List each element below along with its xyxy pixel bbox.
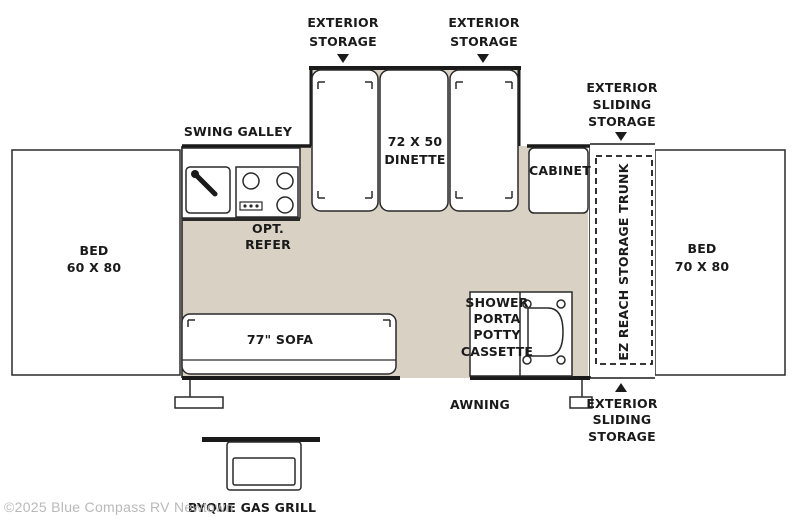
right-bed	[654, 149, 786, 376]
label-porta: PORTA	[473, 311, 520, 326]
storage-trunk	[590, 146, 655, 376]
shower-enclosure	[469, 291, 573, 377]
label-opt-refer-line2: REFER	[245, 237, 291, 252]
arrow-storage-2	[477, 54, 489, 63]
arrow-sliding-top	[615, 132, 627, 141]
label-exterior-sliding-top-line1: EXTERIOR	[586, 80, 658, 95]
label-exterior-storage-2-line2: STORAGE	[450, 34, 518, 49]
label-opt-refer-line1: OPT.	[252, 221, 284, 236]
label-exterior-sliding-top-line2: SLIDING	[593, 97, 652, 112]
label-potty: POTTY	[473, 327, 521, 342]
entry-steps	[174, 380, 593, 409]
label-exterior-storage-1-line2: STORAGE	[309, 34, 377, 49]
label-shower: SHOWER	[465, 295, 528, 310]
dinette-cushions	[311, 69, 519, 212]
label-bed-right-size: 70 X 80	[675, 259, 730, 274]
sofa-tick-marks	[187, 319, 391, 327]
cabinet	[528, 147, 589, 214]
label-bed-left: BED	[79, 243, 108, 258]
label-sofa: 77" SOFA	[247, 332, 313, 347]
label-dinette-size: 72 X 50	[388, 134, 443, 149]
label-exterior-sliding-bottom-line3: STORAGE	[588, 429, 656, 444]
stove-icon	[235, 166, 299, 218]
label-cabinet: CABINET	[529, 163, 591, 178]
label-dinette: DINETTE	[384, 152, 445, 167]
sofa	[181, 313, 397, 375]
dinette-tick-marks	[317, 81, 513, 199]
label-exterior-storage-2-line1: EXTERIOR	[448, 15, 520, 30]
label-awning: AWNING	[450, 397, 510, 412]
label-exterior-sliding-bottom-line2: SLIDING	[593, 412, 652, 427]
storage-trunk-outline	[595, 155, 653, 365]
grill-icon	[202, 437, 320, 491]
label-exterior-sliding-top-line3: STORAGE	[588, 114, 656, 129]
label-gas-grill: BYQUE GAS GRILL	[188, 500, 316, 515]
label-exterior-storage-1-line1: EXTERIOR	[307, 15, 379, 30]
galley-counter-top	[182, 218, 300, 221]
label-bed-left-size: 60 X 80	[67, 260, 122, 275]
label-cassette: CASSETTE	[461, 344, 533, 359]
toilet-icon	[522, 299, 566, 365]
arrow-storage-1	[337, 54, 349, 63]
watermark: ©2025 Blue Compass RV Newtown	[4, 499, 234, 515]
arrow-sliding-bottom	[615, 383, 627, 392]
label-bed-right: BED	[687, 241, 716, 256]
label-exterior-sliding-bottom-line1: EXTERIOR	[586, 396, 658, 411]
left-bed	[11, 149, 181, 376]
sink-icon	[185, 166, 231, 214]
label-storage-trunk: EZ REACH STORAGE TRUNK	[616, 162, 631, 360]
label-swing-galley: SWING GALLEY	[184, 124, 293, 139]
